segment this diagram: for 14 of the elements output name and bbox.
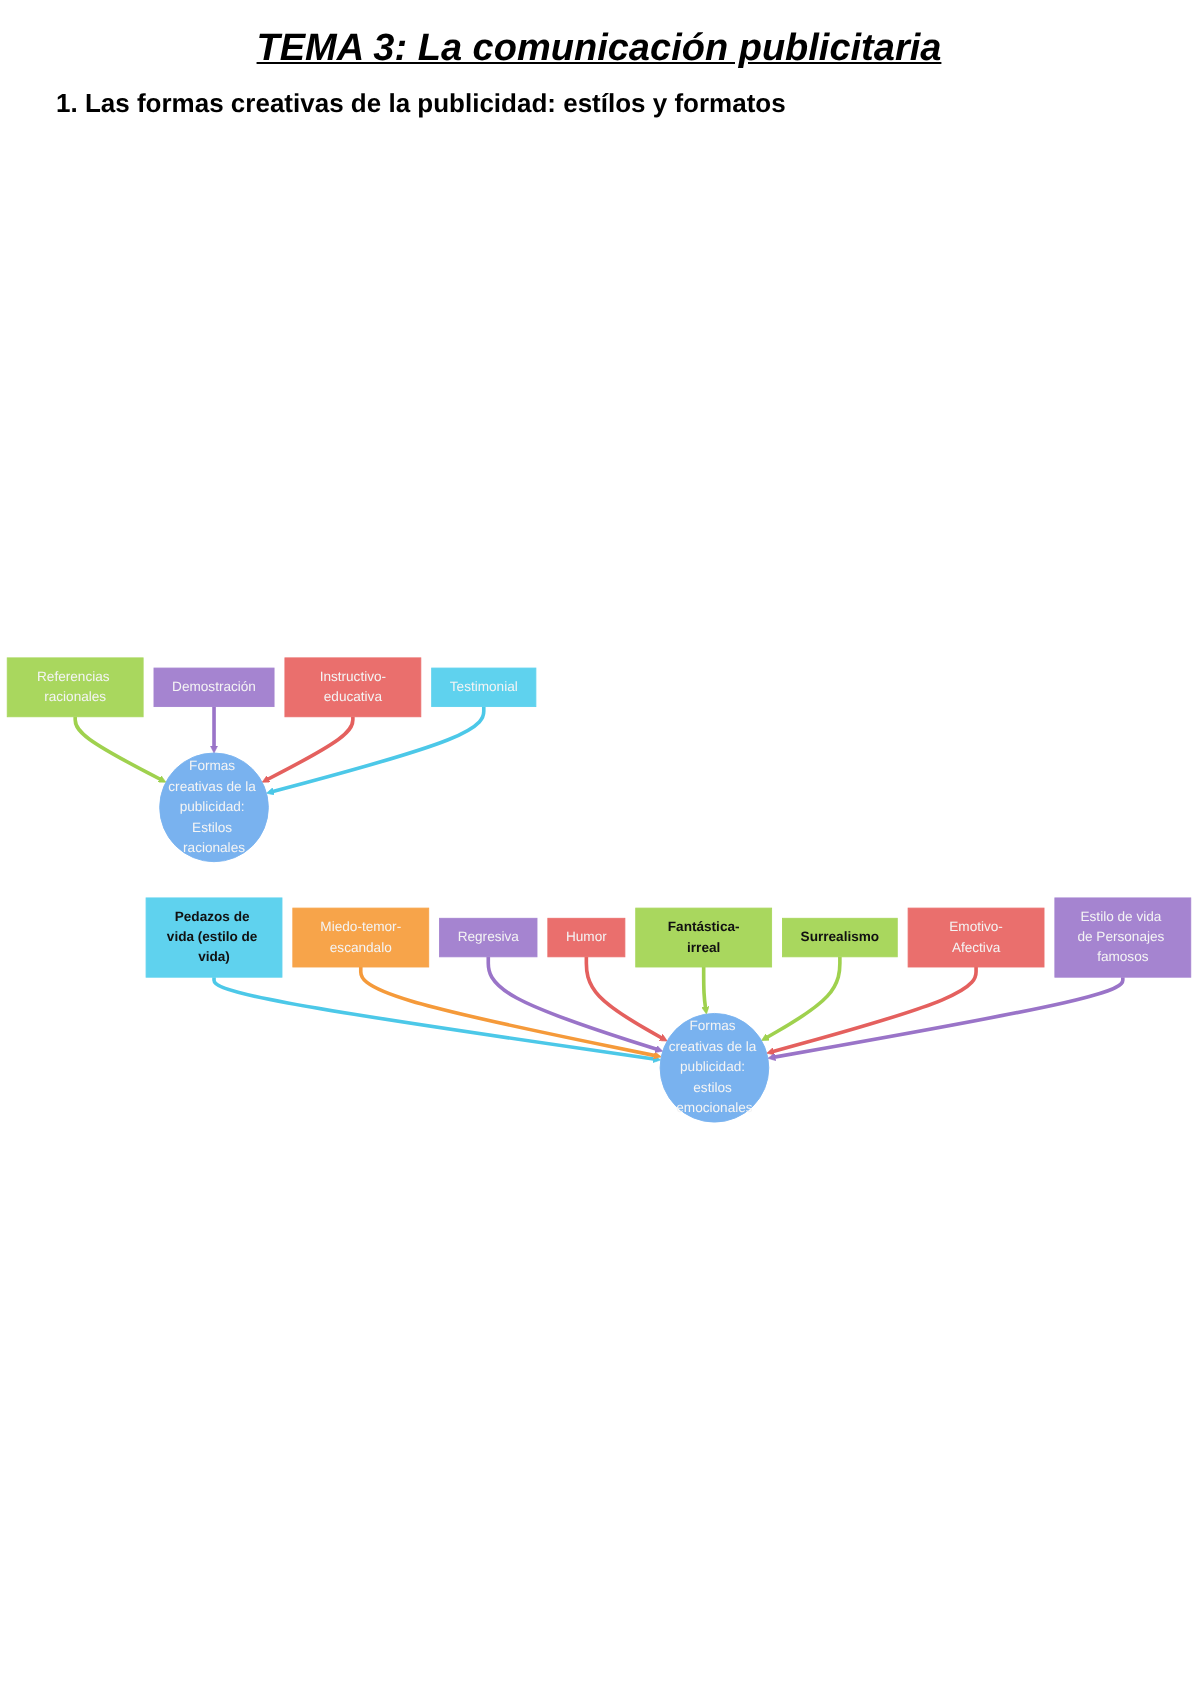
arrow: [701, 967, 710, 1015]
arrow: [266, 706, 486, 796]
arrow: [358, 967, 662, 1060]
arrow: [73, 716, 167, 783]
arrow: [766, 967, 978, 1056]
arrow: [210, 706, 218, 754]
arrow: [584, 956, 668, 1042]
arrow: [261, 716, 355, 783]
arrow: [486, 956, 664, 1053]
arrow: [761, 956, 842, 1041]
arrow: [767, 977, 1125, 1061]
title: TEMA 3: La comunicación publicitaria: [254, 28, 944, 72]
arrow: [212, 977, 661, 1063]
section-heading: 1. Las formas creativas de la publicidad: estílos y formatos: [56, 88, 788, 118]
